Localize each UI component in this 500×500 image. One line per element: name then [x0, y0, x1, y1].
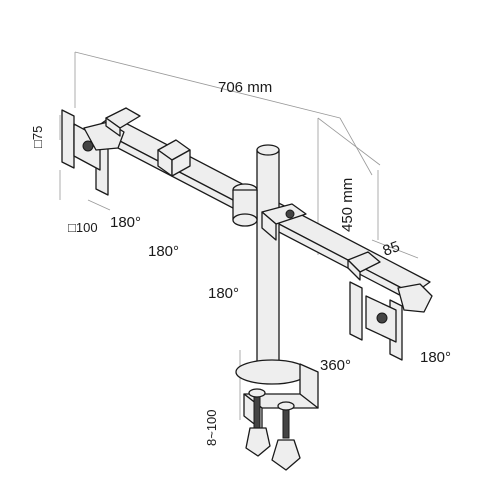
clamp-range-label: 8~100 [204, 409, 219, 446]
offset-label: 85 [381, 238, 402, 260]
vesa-small-label: □75 [30, 126, 45, 148]
left-arm-joint [105, 107, 141, 137]
mid-arm-block [157, 139, 191, 177]
width-label: 706 mm [218, 79, 272, 96]
desk-clamp [235, 359, 319, 439]
height-label: 450 mm [339, 178, 356, 232]
right-arm-joint [347, 251, 381, 281]
vertical-pole [256, 144, 280, 373]
rotation-pole: 180° [208, 285, 239, 302]
clamp-handles [245, 427, 301, 471]
left-vesa-plate [61, 109, 125, 196]
rotation-right-arm: 360° [320, 357, 351, 374]
dimension-labels: 706 mm 450 mm 85 □75 □100 8~100 [30, 79, 402, 446]
right-vesa-plate [349, 281, 433, 361]
vesa-large-label: □100 [68, 220, 98, 235]
rotation-right-head: 180° [420, 349, 451, 366]
rotation-labels: 180° 180° 180° 360° 180° [110, 214, 451, 374]
rotation-left-head: 180° [110, 214, 141, 231]
dimension-lines [59, 51, 419, 420]
center-hub [232, 183, 307, 241]
rotation-left-arm: 180° [148, 243, 179, 260]
